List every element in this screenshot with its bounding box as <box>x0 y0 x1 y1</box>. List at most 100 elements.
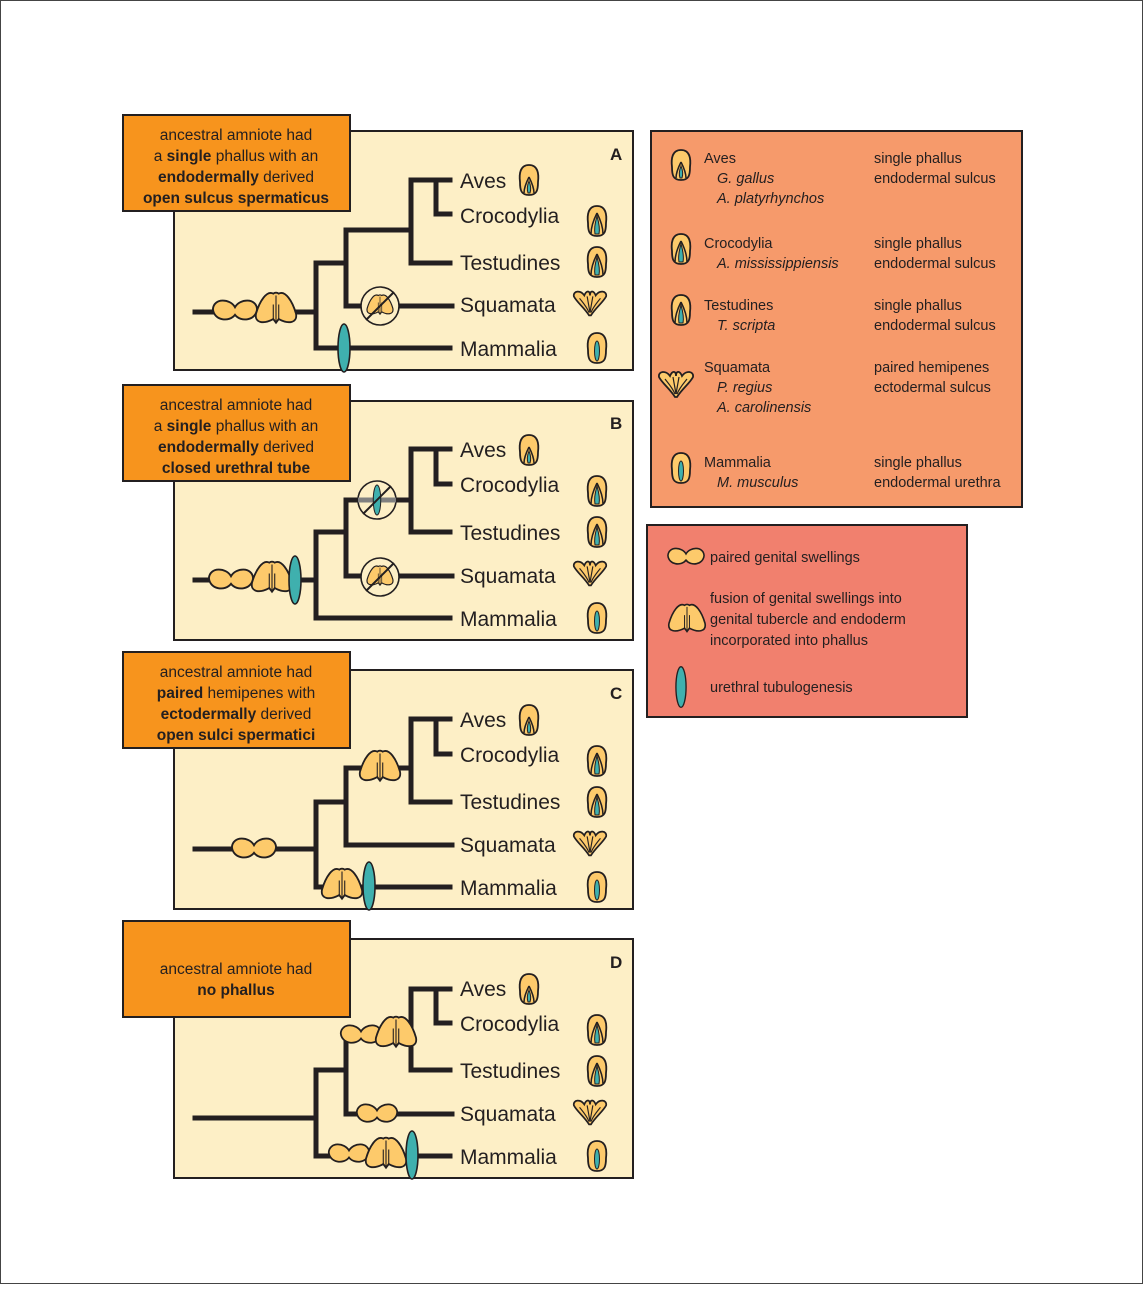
taxon-label: Testudines <box>460 252 560 275</box>
taxon-label: Squamata <box>460 565 556 588</box>
panel-title-emphasis: open sulci spermatici <box>157 727 316 744</box>
panel-title-line: endodermally derived <box>158 169 314 186</box>
taxa-legend: Aves G. gallus A. platyrhynchos single p… <box>650 130 1023 508</box>
taxon-label: Testudines <box>460 791 560 814</box>
panel-title-emphasis: endodermally <box>158 169 259 186</box>
taxon-label: Mammalia <box>460 1146 557 1169</box>
panel-c-title-box <box>122 651 351 749</box>
taxon-label: Mammalia <box>460 608 557 631</box>
panel-title-line: open sulcus spermaticus <box>143 190 329 207</box>
taxon-label: Aves <box>460 709 506 732</box>
taxon-label: Aves <box>460 978 506 1001</box>
panel-title-line: ancestral amniote had <box>160 961 313 978</box>
panel-title-emphasis: paired <box>157 685 204 702</box>
panel-a-title-box <box>122 114 351 212</box>
legend-symbol-label: urethral tubulogenesis <box>710 680 853 696</box>
taxon-label: Aves <box>460 170 506 193</box>
legend-trait: endodermal sulcus <box>874 171 996 187</box>
panel-title-line: ancestral amniote had <box>160 664 313 681</box>
legend-species: T. scripta <box>717 318 775 334</box>
legend-symbol-label: incorporated into phallus <box>710 633 868 649</box>
legend-trait: endodermal sulcus <box>874 256 996 272</box>
panel-title-emphasis: closed urethral tube <box>162 460 311 477</box>
legend-species: M. musculus <box>717 475 798 491</box>
legend-symbol-label: fusion of genital swellings into <box>710 591 902 607</box>
panel-title-line: ectodermally derived <box>161 706 312 723</box>
panel-a: A Aves Crocodylia Testudines Squamata Ma… <box>122 114 634 373</box>
legend-species: A. mississippiensis <box>716 256 839 272</box>
panel-d-letter: D <box>610 953 622 972</box>
legend-trait: endodermal urethra <box>874 475 1001 491</box>
panel-c-letter: C <box>610 684 622 703</box>
legend-trait: single phallus <box>874 236 962 252</box>
taxon-label: Mammalia <box>460 338 557 361</box>
legend-species: G. gallus <box>717 171 774 187</box>
taxon-label: Squamata <box>460 294 556 317</box>
panel-d-title: ancestral amniote had no phallus <box>160 961 313 999</box>
panel-title-text: derived <box>259 169 314 186</box>
legend-taxon-name: Testudines <box>704 298 773 314</box>
legend-trait: paired hemipenes <box>874 360 989 376</box>
panel-title-line: ancestral amniote had <box>160 397 313 414</box>
panel-title-text: ancestral amniote had <box>160 664 313 681</box>
legend-trait: endodermal sulcus <box>874 318 996 334</box>
panel-b-title: ancestral amniote had a single phallus wi… <box>154 397 319 477</box>
panel-title-emphasis: open sulcus spermaticus <box>143 190 329 207</box>
legend-taxon-name: Aves <box>704 151 736 167</box>
panel-title-text: a <box>154 418 167 435</box>
panel-d-title-box <box>122 920 351 1018</box>
panel-a-title: ancestral amniote had a single phallus wi… <box>143 127 329 207</box>
panel-title-line: a single phallus with an <box>154 148 319 165</box>
panel-d: D Aves Crocodylia Testudines Squamata Ma… <box>122 920 634 1180</box>
taxon-label: Squamata <box>460 1103 556 1126</box>
legend-species: P. regius <box>717 380 772 396</box>
panel-title-emphasis: single <box>167 418 212 435</box>
panel-title-line: paired hemipenes with <box>157 685 316 702</box>
panel-title-text: phallus with an <box>211 148 318 165</box>
legend-trait: single phallus <box>874 151 962 167</box>
panel-b-title-box <box>122 384 351 482</box>
taxon-label: Aves <box>460 439 506 462</box>
panel-title-line: closed urethral tube <box>162 460 311 477</box>
panel-c-title: ancestral amniote had paired hemipenes wi… <box>157 664 316 744</box>
panel-a-letter: A <box>610 145 622 164</box>
panel-b: B Aves Crocodylia Testudines Squamata Ma… <box>122 384 634 641</box>
panel-title-text: derived <box>259 439 314 456</box>
panel-title-line: endodermally derived <box>158 439 314 456</box>
panel-title-emphasis: endodermally <box>158 439 259 456</box>
taxon-label: Crocodylia <box>460 1013 560 1036</box>
taxon-label: Crocodylia <box>460 205 560 228</box>
panel-title-emphasis: ectodermally <box>161 706 257 723</box>
panel-title-text: ancestral amniote had <box>160 961 313 978</box>
panel-title-text: hemipenes with <box>203 685 315 702</box>
legend-trait: single phallus <box>874 298 962 314</box>
legend-species: A. platyrhynchos <box>716 191 824 207</box>
legend-symbol-label: genital tubercle and endoderm <box>710 612 906 628</box>
panel-title-line: ancestral amniote had <box>160 127 313 144</box>
panel-title-text: derived <box>256 706 311 723</box>
taxon-label: Testudines <box>460 522 560 545</box>
legend-taxon-name: Mammalia <box>704 455 772 471</box>
panel-title-line: a single phallus with an <box>154 418 319 435</box>
panel-c: C Aves Crocodylia Testudines Squamata Ma… <box>122 651 634 911</box>
taxon-label: Crocodylia <box>460 474 560 497</box>
taxon-label: Testudines <box>460 1060 560 1083</box>
legend-symbol-label: paired genital swellings <box>710 550 860 566</box>
panel-title-line: open sulci spermatici <box>157 727 316 744</box>
taxon-label: Crocodylia <box>460 744 560 767</box>
taxon-label: Mammalia <box>460 877 557 900</box>
panel-title-emphasis: single <box>167 148 212 165</box>
panel-title-emphasis: no phallus <box>197 982 275 999</box>
panel-title-text: phallus with an <box>211 418 318 435</box>
legend-trait: single phallus <box>874 455 962 471</box>
symbol-legend: paired genital swellings fusion of genit… <box>646 524 968 718</box>
taxon-label: Squamata <box>460 834 556 857</box>
panel-title-text: a <box>154 148 167 165</box>
panel-title-text: ancestral amniote had <box>160 127 313 144</box>
panel-title-line: no phallus <box>197 982 275 999</box>
taxa-legend-background <box>650 130 1023 508</box>
legend-trait: ectodermal sulcus <box>874 380 991 396</box>
panel-b-letter: B <box>610 414 622 433</box>
